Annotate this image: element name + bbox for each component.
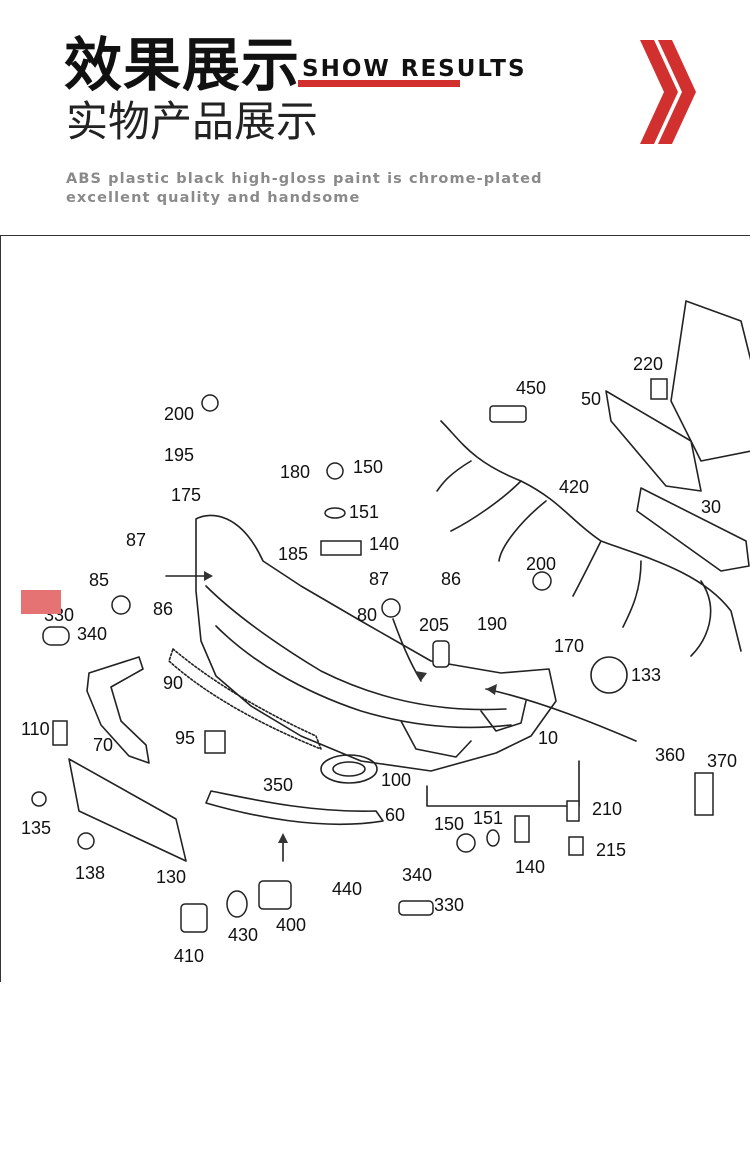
highlight-marker [21,590,61,614]
bracket-50-shape [605,390,702,492]
part-number-label: 420 [559,477,589,497]
part-number-label: 410 [174,946,204,966]
part-number-label: 151 [473,808,503,828]
part-number-label: 330 [434,895,464,915]
part-number-label: 360 [655,745,685,765]
part-number-label: 400 [276,915,306,935]
part-number-label: 138 [75,863,105,883]
part-number-label: 100 [381,770,411,790]
tool-circle-shape [590,656,628,694]
part-number-label: 340 [77,624,107,644]
part-number-label: 80 [357,605,377,625]
part-number-label: 150 [353,457,383,477]
part-number-label: 110 [21,719,50,739]
part-number-label: 135 [21,818,51,838]
part-number-label: 30 [701,497,721,517]
side-trim-shape [86,656,150,764]
part-number-label: 215 [596,840,626,860]
impact-absorber-shape [636,487,750,572]
part-number-label: 151 [349,502,379,522]
part-number-label: 190 [477,614,507,634]
part-number-label: 220 [633,354,663,374]
part-number-label: 10 [538,728,558,748]
part-number-label: 95 [175,728,195,748]
part-number-label: 450 [516,378,546,398]
section-subtitle-cn: 实物产品展示 [66,97,319,146]
part-number-label: 90 [163,673,183,693]
grille-mesh-shape [168,648,322,750]
part-number-label: 150 [434,814,464,834]
part-number-label: 200 [526,554,556,574]
radiator-support-shape [670,300,750,462]
double-chevron-right-icon [640,40,696,144]
part-number-label: 140 [515,857,545,877]
part-number-label: 350 [263,775,293,795]
part-number-label: 210 [592,799,622,819]
fog-cover-shape [320,754,378,784]
description-line-2: excellent quality and handsome [66,190,361,206]
bumper-cover-shape [195,514,557,772]
part-number-label: 87 [369,569,389,589]
part-number-label: 133 [631,665,661,685]
part-number-label: 185 [278,544,308,564]
part-number-label: 130 [156,867,186,887]
part-number-label: 140 [369,534,399,554]
part-number-label: 60 [385,805,405,825]
part-number-label: 430 [228,925,258,945]
wiring-harness-shape [436,420,742,657]
section-title-cn: 效果展示 [64,31,301,99]
part-number-label: 170 [554,636,584,656]
section-title-en: SHOW RESULTS [302,56,527,82]
part-number-label: 86 [441,569,461,589]
part-number-label: 175 [171,485,201,505]
lower-trim-strip-shape [205,790,384,826]
part-number-label: 200 [164,404,194,424]
part-number-label: 87 [126,530,146,550]
part-number-label: 195 [164,445,194,465]
description-line-1: ABS plastic black high-gloss paint is ch… [66,171,543,187]
part-number-label: 85 [89,570,109,590]
part-number-label: 370 [707,751,737,771]
part-number-label: 180 [280,462,310,482]
part-number-label: 340 [402,865,432,885]
part-number-label: 440 [332,879,362,899]
title-underline-bar [298,80,460,87]
part-number-label: 205 [419,615,449,635]
part-number-label: 50 [581,389,601,409]
part-number-label: 70 [93,735,113,755]
license-plate-holder-shape [68,758,187,862]
part-number-label: 86 [153,599,173,619]
